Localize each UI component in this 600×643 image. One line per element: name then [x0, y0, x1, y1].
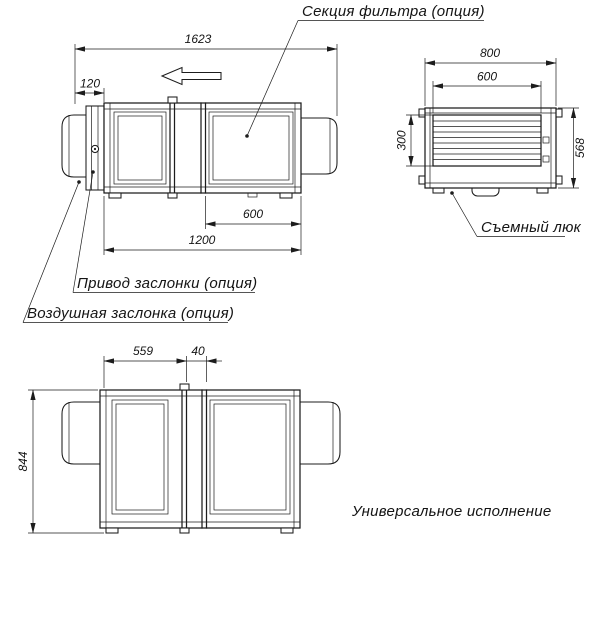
- dim-opening-height: 300: [395, 130, 409, 150]
- dim-opening-width: 600: [477, 70, 497, 84]
- foot: [108, 192, 122, 199]
- dim-body-length: 1200: [189, 233, 216, 247]
- dim-damper-length: 120: [80, 77, 100, 91]
- universal-left-duct: [61, 401, 103, 465]
- universal-right-door: [209, 399, 291, 515]
- end-view-dimensions: 800 600 300 568: [395, 46, 587, 189]
- universal-view: [61, 383, 341, 534]
- leader-dot: [450, 191, 454, 195]
- hatch-label: Съемный люк: [450, 191, 582, 237]
- dim-section-length: 559: [133, 344, 153, 358]
- end-foot: [536, 187, 549, 194]
- louvers: [433, 120, 541, 160]
- leader-dot: [77, 180, 81, 184]
- label-air-damper: Воздушная заслонка (опция): [27, 305, 234, 322]
- side-left-door: [113, 111, 167, 185]
- label-filter-section: Секция фильтра (опция): [302, 3, 485, 20]
- intake-opening: [432, 114, 542, 167]
- dim-universal-height: 844: [16, 451, 30, 471]
- dim-joint-width: 40: [191, 344, 205, 358]
- universal-caption: Универсальное исполнение: [351, 503, 551, 520]
- foot: [279, 192, 293, 199]
- side-view-labels: Секция фильтра (опция) Привод заслонки (…: [22, 3, 485, 323]
- section-clamp-top: [167, 96, 178, 104]
- dim-total-length: 1623: [185, 32, 212, 46]
- side-view: [61, 66, 338, 199]
- universal-right-duct: [297, 401, 341, 465]
- dim-filter-length: 600: [243, 207, 263, 221]
- side-inlet-duct: [61, 114, 89, 178]
- universal-left-door: [111, 399, 169, 515]
- section-clamp-bottom: [179, 527, 190, 534]
- airflow-arrow: [160, 66, 222, 86]
- section-clamp-bottom: [167, 192, 178, 199]
- side-view-dimensions: 1623 120 600 1200: [74, 32, 338, 255]
- universal-view-dimensions: 559 40 844: [16, 344, 222, 534]
- side-outlet-duct: [299, 117, 338, 175]
- latch: [542, 136, 550, 144]
- leader-dot: [91, 170, 95, 174]
- actuator-shaft: [93, 147, 97, 151]
- leader-dot: [245, 134, 249, 138]
- end-view: [418, 107, 563, 197]
- side-filter-panel: [208, 111, 294, 185]
- label-damper-drive: Привод заслонки (опция): [77, 275, 257, 292]
- end-foot: [432, 187, 445, 194]
- foot: [105, 527, 119, 534]
- dim-width: 800: [480, 46, 500, 60]
- foot: [280, 527, 294, 534]
- drain-outlet: [247, 192, 258, 198]
- dim-height: 568: [573, 138, 587, 158]
- label-removable-hatch: Съемный люк: [481, 219, 582, 236]
- universal-body: [99, 389, 301, 529]
- section-clamp-top: [179, 383, 190, 391]
- side-body: [103, 102, 302, 194]
- latch: [542, 155, 550, 163]
